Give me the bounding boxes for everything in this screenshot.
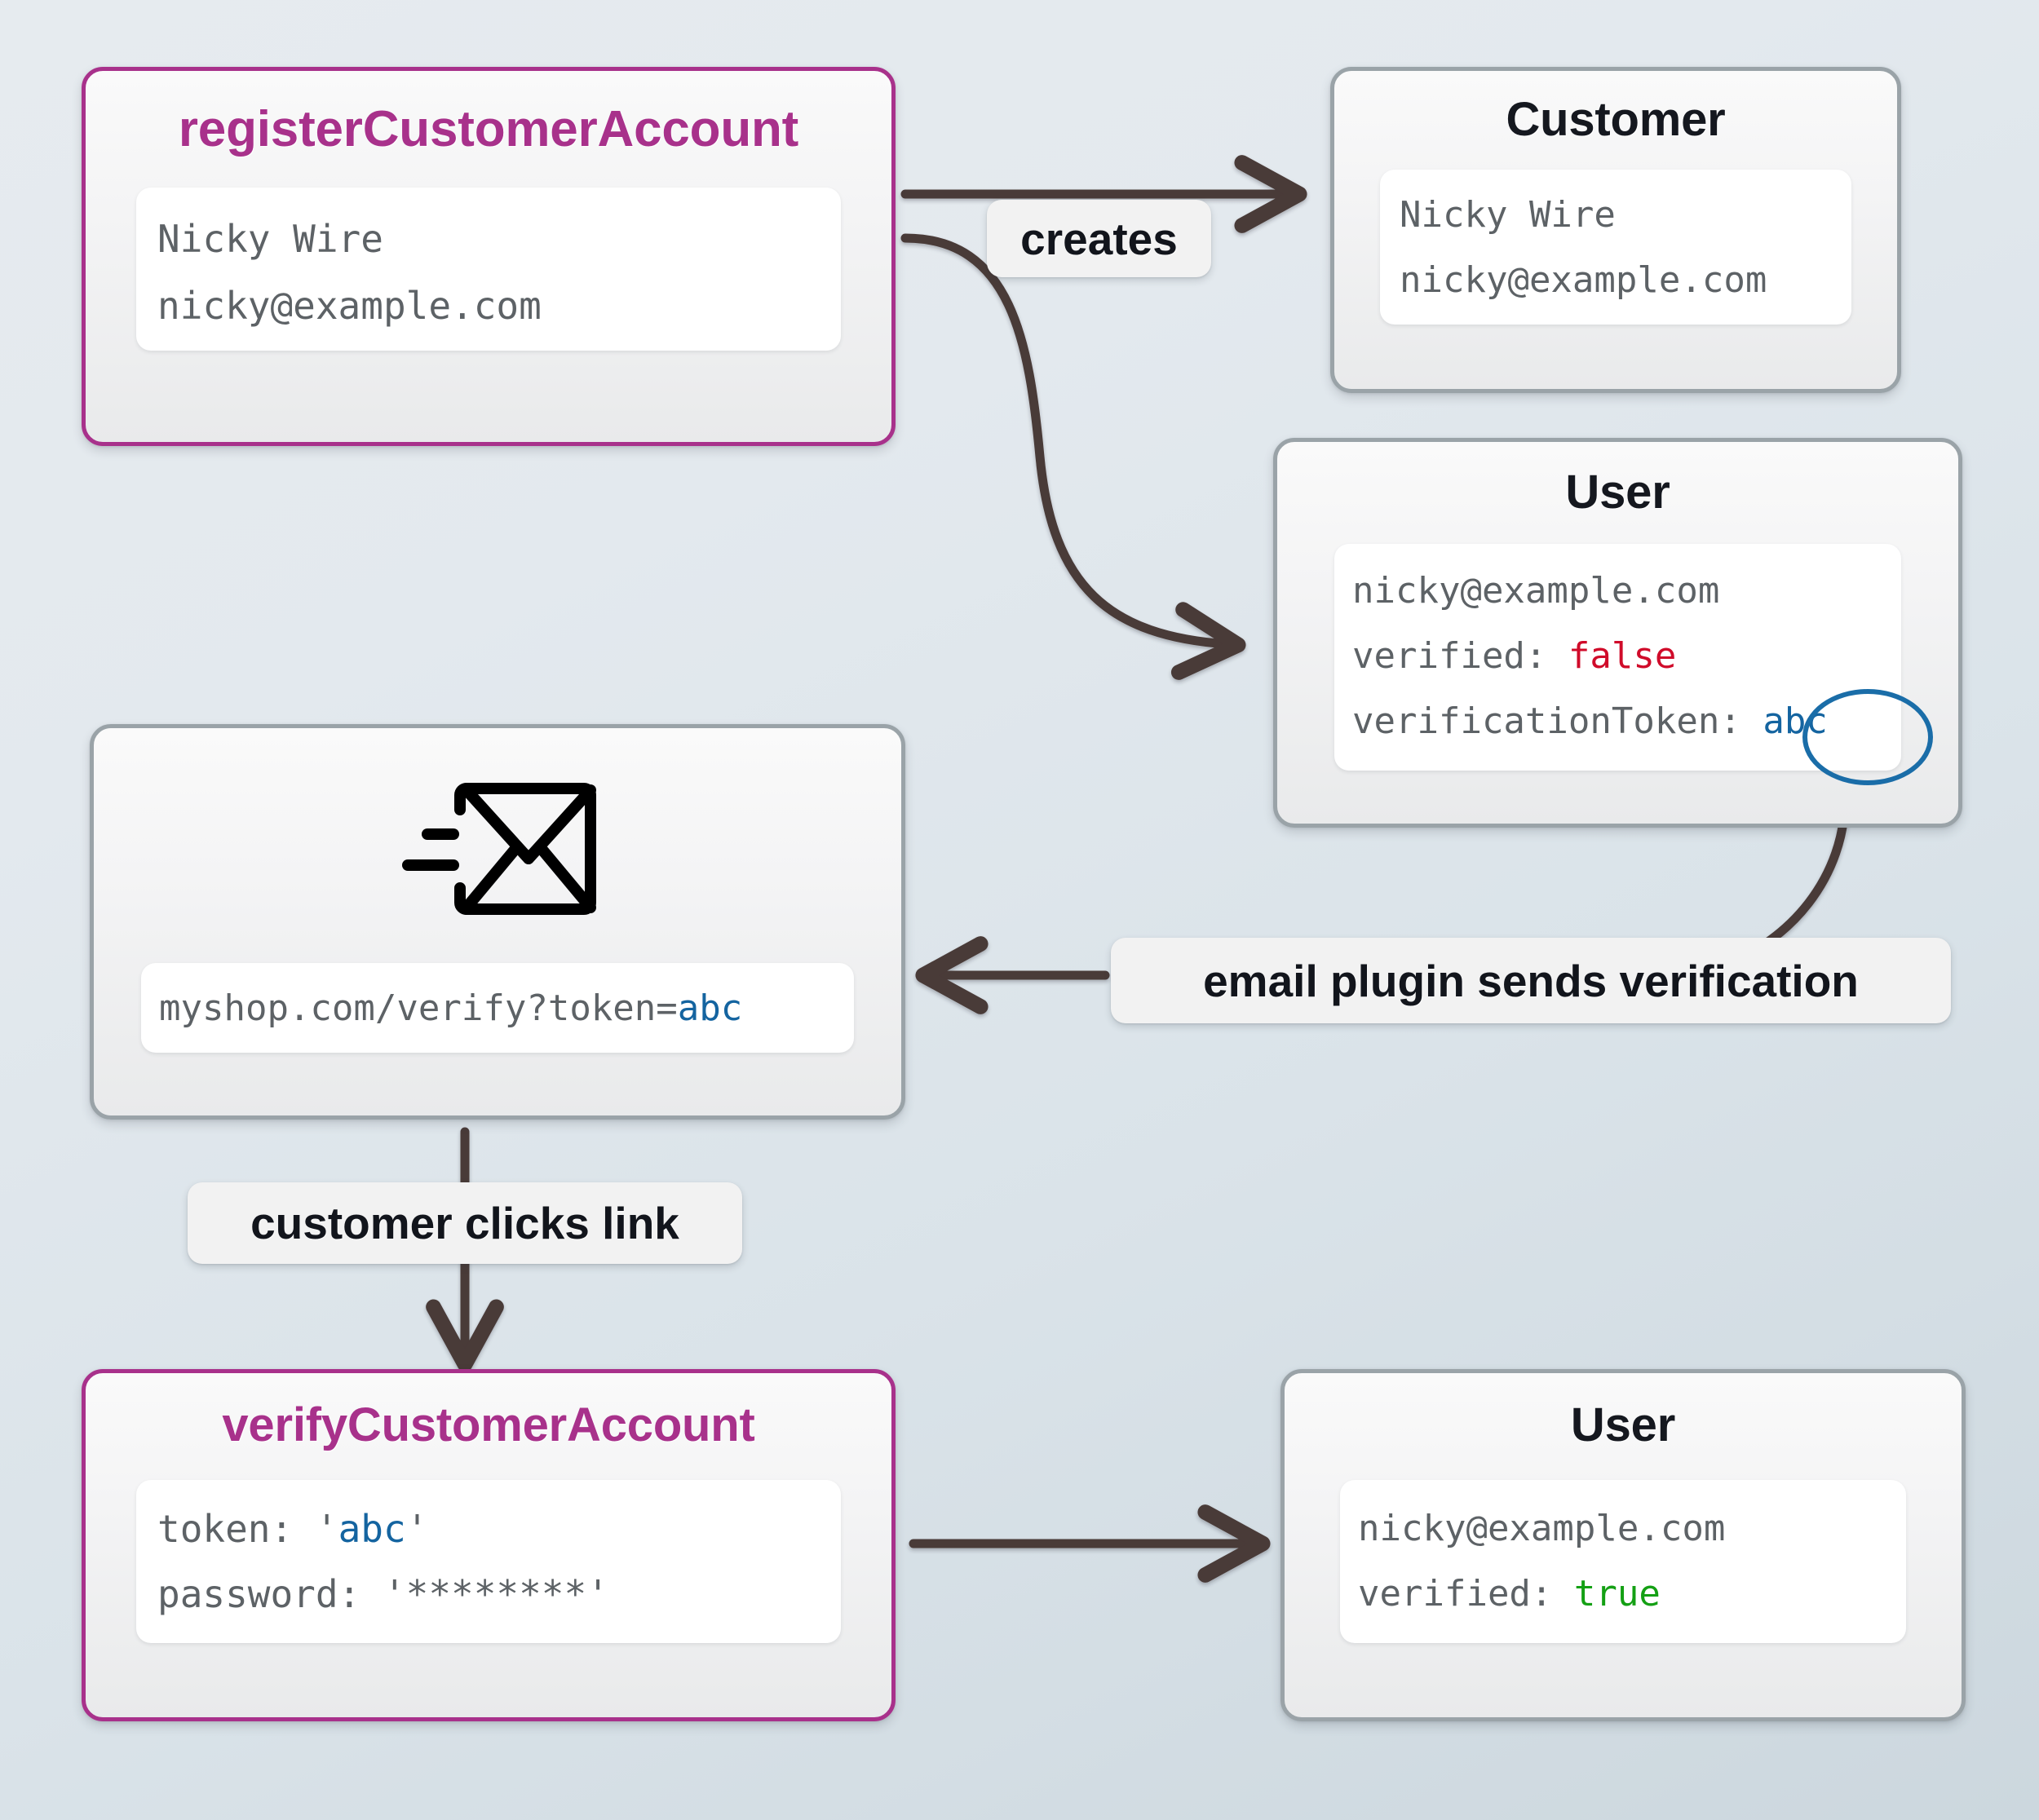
node-title-customer: Customer — [1506, 93, 1726, 146]
sent-envelope-icon — [402, 783, 596, 915]
token-highlight-circle-icon — [1802, 689, 1933, 785]
verify-token-value: abc — [338, 1507, 406, 1551]
panel-user-verified-fields: nicky@example.com verified: true — [1340, 1480, 1906, 1643]
user-unverified-verified-row: verified: false — [1352, 624, 1883, 689]
register-line-email: nicky@example.com — [157, 284, 542, 328]
node-title-verify: verifyCustomerAccount — [222, 1398, 755, 1451]
user-unverified-email: nicky@example.com — [1352, 570, 1720, 612]
verification-url-token: abc — [677, 987, 743, 1029]
node-register-customer-account[interactable]: registerCustomerAccount Nicky Wire nicky… — [82, 67, 896, 446]
panel-register-fields: Nicky Wire nicky@example.com — [136, 188, 841, 351]
verify-token-key: token: — [157, 1507, 316, 1551]
customer-line-name: Nicky Wire — [1400, 194, 1616, 236]
token-key: verificationToken: — [1352, 700, 1763, 742]
verify-password-row: password: '********' — [157, 1572, 609, 1616]
verified-key: verified: — [1352, 635, 1568, 677]
user-verified-email: nicky@example.com — [1358, 1508, 1726, 1549]
verification-url: myshop.com/verify?token=abc — [159, 987, 742, 1029]
user-verified-verified-row: verified: true — [1358, 1562, 1888, 1627]
node-customer[interactable]: Customer Nicky Wire nicky@example.com — [1330, 67, 1901, 393]
register-line-name: Nicky Wire — [157, 217, 383, 261]
verified-key: verified: — [1358, 1573, 1574, 1615]
panel-verification-url: myshop.com/verify?token=abc — [141, 963, 854, 1053]
verify-quote-open: ' — [315, 1507, 338, 1551]
panel-customer-fields: Nicky Wire nicky@example.com — [1380, 170, 1851, 325]
customer-line-email: nicky@example.com — [1400, 259, 1767, 301]
node-title-user-verified: User — [1570, 1398, 1676, 1451]
verified-value: true — [1573, 1573, 1661, 1615]
verified-value: false — [1568, 635, 1677, 677]
node-user-verified[interactable]: User nicky@example.com verified: true — [1280, 1369, 1966, 1721]
envelope-icon-wrap — [94, 767, 901, 930]
verify-token-row: token: 'abc' — [157, 1496, 820, 1562]
node-verify-customer-account[interactable]: verifyCustomerAccount token: 'abc' passw… — [82, 1369, 896, 1721]
verify-quote-close: ' — [405, 1507, 429, 1551]
edge-label-email-plugin: email plugin sends verification — [1111, 938, 1951, 1023]
node-title-register: registerCustomerAccount — [178, 101, 799, 157]
node-verification-email[interactable]: myshop.com/verify?token=abc — [90, 724, 905, 1120]
node-title-user-unverified: User — [1565, 466, 1670, 519]
edge-label-creates: creates — [987, 200, 1211, 277]
panel-verify-fields: token: 'abc' password: '********' — [136, 1480, 841, 1643]
verification-url-prefix: myshop.com/verify?token= — [159, 987, 678, 1029]
edge-register-to-user — [900, 233, 1246, 680]
edge-label-customer-clicks-link: customer clicks link — [188, 1182, 742, 1264]
